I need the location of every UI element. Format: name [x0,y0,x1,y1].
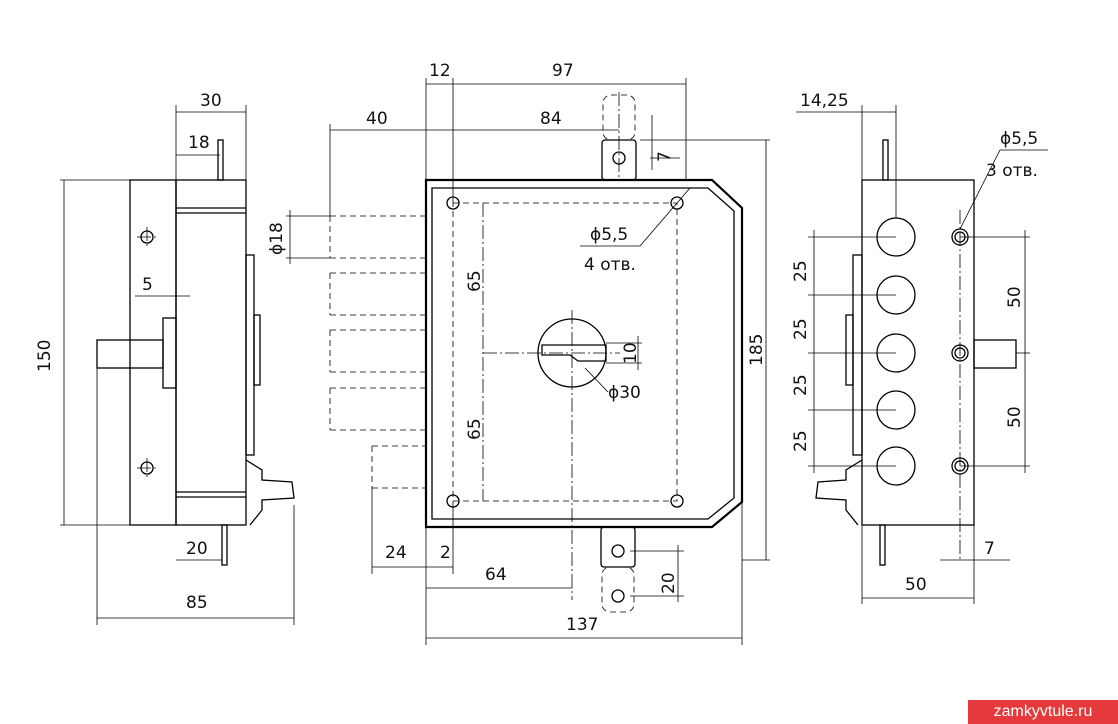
dim-65-top: 65 [465,270,485,292]
dim-40: 40 [366,109,388,129]
dim-d30: ϕ30 [608,383,641,403]
dim-24: 24 [385,543,407,563]
dim-65-bottom: 65 [465,418,485,440]
mount-hole-icon [670,196,684,210]
dim-50-top: 50 [1005,286,1025,308]
dim-185: 185 [747,334,767,366]
dim-14-25: 14,25 [800,91,849,111]
side-left-body [175,179,247,526]
dim-97: 97 [552,61,574,81]
dim-85: 85 [186,593,208,613]
dim-7-right: 7 [984,539,995,559]
front-bolts-dashed [329,215,426,489]
watermark: zamkyvtule.ru [968,700,1118,724]
front-housing [424,178,744,529]
dim-3-holes: 3 отв. [986,161,1038,181]
dim-150: 150 [35,340,55,372]
dim-4-holes: 4 отв. [584,255,636,275]
dim-50-width: 50 [905,575,927,595]
dim-12: 12 [429,61,451,81]
dim-d55-front: ϕ5,5 [590,225,628,245]
dim-d55-right: ϕ5,5 [1000,129,1038,149]
dim-20-left: 20 [186,539,208,559]
dim-20-front: 20 [659,572,679,594]
mount-hole-icon [670,494,684,508]
dim-25-3: 25 [791,374,811,396]
dim-2: 2 [440,543,451,563]
dim-25-1: 25 [791,260,811,282]
dim-7-front: 7 [655,151,675,162]
dim-50-bottom: 50 [1005,406,1025,428]
side-view-right: 14,25 ϕ5,5 3 отв. 25 25 25 25 50 50 7 50 [791,91,1048,604]
dim-30: 30 [200,91,222,111]
front-view: 12 97 40 84 7 ϕ18 ϕ5,5 4 отв. 65 65 10 ϕ… [267,61,770,645]
side-left-faceplate [129,179,177,526]
key-slot-icon [541,344,607,362]
dim-25-2: 25 [791,318,811,340]
side-view-left: 30 18 150 5 20 85 [35,91,295,625]
dim-d18: ϕ18 [267,222,287,255]
bottom-tab [600,526,636,568]
dim-5: 5 [142,275,153,295]
side-right-bolt [973,339,1017,369]
dim-84: 84 [540,109,562,129]
dim-137: 137 [566,615,598,635]
dim-25-4: 25 [791,430,811,452]
dim-64: 64 [485,565,507,585]
dim-10: 10 [621,342,641,364]
dim-18: 18 [188,133,210,153]
